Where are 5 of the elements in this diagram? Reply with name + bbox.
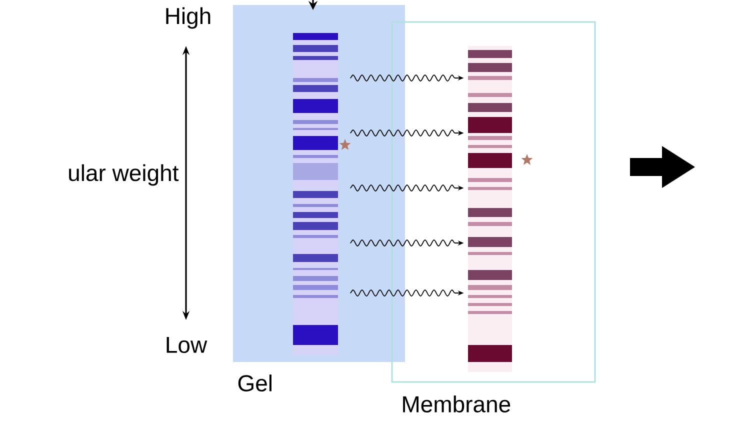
- box-label: Membrane: [403, 396, 510, 412]
- axis-label: High: [166, 7, 210, 29]
- axis-label: ular weight: [69, 164, 179, 186]
- box-label: Gel: [238, 374, 272, 392]
- axis-label: Low: [166, 336, 208, 354]
